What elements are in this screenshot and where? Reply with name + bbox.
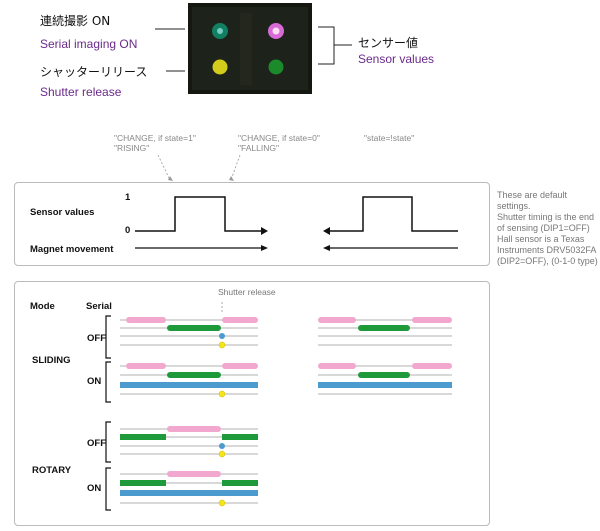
sliding-label: SLIDING <box>32 355 71 366</box>
rising-annotation: "RISING" <box>114 143 150 153</box>
shutter-release-jp-label: シャッターリリース <box>40 65 148 79</box>
shutter-release-en-label: Shutter release <box>40 85 122 99</box>
level-high-label: 1 <box>125 192 131 203</box>
default-note: These are default settings. Shutter timi… <box>497 190 600 267</box>
photo-connectors <box>155 26 352 72</box>
mode-header: Mode <box>30 301 55 312</box>
shutter-release-label: Shutter release <box>218 287 276 297</box>
rotary-off <box>120 426 258 458</box>
rotary-on <box>120 471 258 507</box>
note-line: of sensing (DIP1=OFF) <box>497 223 590 233</box>
note-line: Hall sensor is a Texas <box>497 234 585 244</box>
sensor-waveforms <box>135 196 458 251</box>
note-line: These are default settings. <box>497 190 568 211</box>
rotary-on-label: ON <box>87 483 102 494</box>
change-state1-annotation: "CHANGE, if state=1" <box>114 133 196 143</box>
sliding-off-left <box>120 317 258 349</box>
note-line: Shutter timing is the end <box>497 212 595 222</box>
toggle-annotation: "state=!state" <box>364 133 415 143</box>
serial-imaging-en-label: Serial imaging ON <box>40 37 138 51</box>
device-photo <box>188 3 312 94</box>
sensor-values-label: Sensor values <box>30 207 95 218</box>
rotary-off-bracket <box>105 421 111 463</box>
waveform-right <box>330 196 458 232</box>
magnet-movement-label: Magnet movement <box>30 244 114 255</box>
note-line: (DIP2=OFF), (0-1-0 type) <box>497 256 598 266</box>
sliding-off-label: OFF <box>87 333 106 344</box>
serial-imaging-jp-label: 連続撮影 ON <box>40 14 111 28</box>
sliding-on-left <box>120 363 258 398</box>
change-state0-annotation: "CHANGE, if state=0" <box>238 133 320 143</box>
sliding-off-right <box>318 317 452 346</box>
note-line: Instruments DRV5032FA <box>497 245 597 255</box>
timing-diagrams <box>105 302 452 511</box>
falling-annotation: "FALLING" <box>238 143 279 153</box>
sliding-on-bracket <box>105 361 111 403</box>
sensor-panel <box>14 182 490 266</box>
sliding-on-label: ON <box>87 376 102 387</box>
sliding-off-bracket <box>105 315 111 359</box>
rotary-on-bracket <box>105 467 111 511</box>
sensor-values-jp-label: センサー値 <box>358 36 419 50</box>
level-low-label: 0 <box>125 225 131 236</box>
sensor-values-en-label: Sensor values <box>358 52 435 66</box>
waveform-left <box>135 196 266 232</box>
sliding-on-right <box>318 363 452 395</box>
rotary-off-label: OFF <box>87 438 106 449</box>
annotation-arrows <box>157 154 241 181</box>
serial-header: Serial <box>86 301 112 312</box>
rotary-label: ROTARY <box>32 465 72 476</box>
